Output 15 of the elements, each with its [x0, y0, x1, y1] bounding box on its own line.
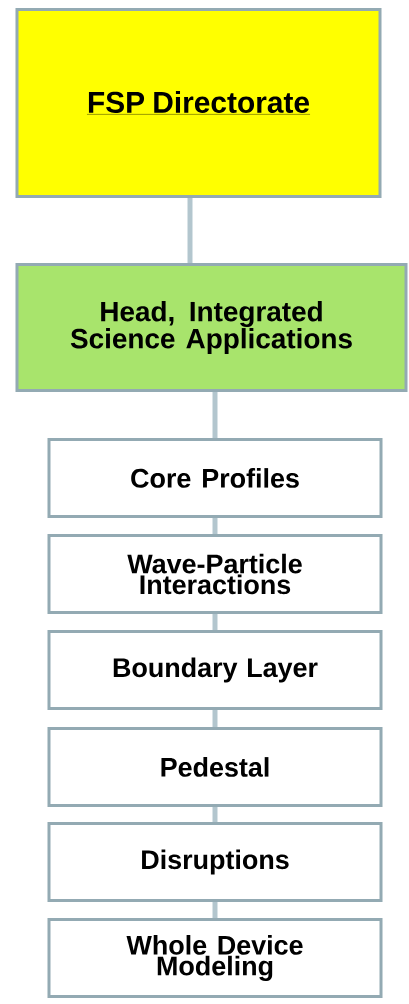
- connector-line: [212, 902, 218, 918]
- connector-line: [212, 807, 218, 822]
- connector-line: [212, 518, 218, 534]
- directorate-box: FSP Directorate: [15, 8, 382, 198]
- head-box: Head, Integrated Science Applications: [15, 263, 408, 392]
- connector-line: [212, 392, 218, 438]
- connector-line: [212, 710, 218, 727]
- connector-line: [187, 198, 193, 263]
- group-box: Disruptions: [47, 822, 383, 902]
- group-box: Wave-Particle Interactions: [47, 534, 383, 614]
- group-box: Whole Device Modeling: [47, 918, 383, 998]
- group-box: Core Profiles: [47, 438, 383, 518]
- connector-line: [212, 614, 218, 630]
- group-box: Boundary Layer: [47, 630, 383, 710]
- group-box: Pedestal: [47, 727, 383, 807]
